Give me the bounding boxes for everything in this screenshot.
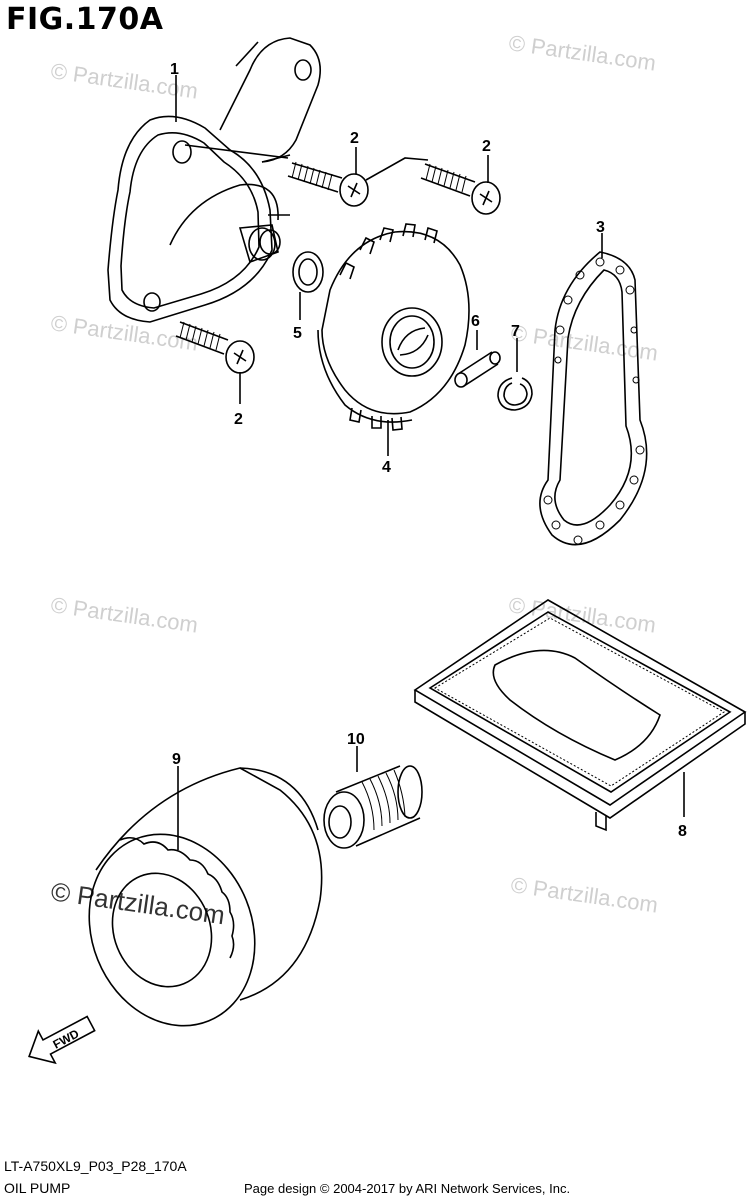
oil-pump-chain[interactable]	[539, 251, 648, 546]
callout-6: 6	[471, 313, 480, 330]
watermark: © Partzilla.com	[507, 30, 657, 75]
oil-pump-body[interactable]	[107, 37, 321, 323]
callout-2: 2	[482, 138, 491, 155]
bolt-upper-right[interactable]	[420, 163, 501, 215]
callouts: 1 2 2 2 3 4 5 6 7 8 9 10	[170, 61, 687, 840]
o-ring[interactable]	[292, 251, 324, 293]
callout-5: 5	[293, 325, 302, 342]
leader-bracket	[261, 154, 291, 163]
watermarks: © Partzilla.com © Partzilla.com © Partzi…	[49, 30, 659, 930]
callout-2: 2	[350, 130, 359, 147]
section-name: OIL PUMP	[4, 1180, 71, 1196]
oil-pump-sprocket[interactable]	[317, 223, 470, 431]
callout-3: 3	[596, 219, 605, 236]
callout-8: 8	[678, 823, 687, 840]
oil-filter-union[interactable]	[323, 765, 423, 849]
watermark: © Partzilla.com	[49, 876, 227, 930]
watermark: © Partzilla.com	[509, 872, 659, 917]
figure-title: FIG.170A	[6, 2, 164, 37]
fwd-label: FWD	[51, 1026, 82, 1051]
leader-lines	[175, 75, 685, 850]
callout-10: 10	[347, 731, 365, 748]
exploded-parts-diagram: © Partzilla.com © Partzilla.com © Partzi…	[28, 30, 747, 1065]
callout-1: 1	[170, 61, 179, 78]
pin[interactable]	[454, 351, 501, 388]
oil-filter[interactable]	[61, 767, 323, 1051]
callout-7: 7	[511, 323, 520, 340]
callout-4: 4	[382, 459, 391, 476]
callout-2: 2	[234, 411, 243, 428]
oil-strainer[interactable]	[413, 599, 747, 832]
fwd-arrow: FWD	[28, 1015, 96, 1065]
page-credit: Page design © 2004-2017 by ARI Network S…	[244, 1181, 571, 1196]
circlip[interactable]	[497, 377, 533, 411]
callout-9: 9	[172, 751, 181, 768]
leader-bracket	[268, 157, 429, 216]
diagram-code: LT-A750XL9_P03_P28_170A	[4, 1158, 187, 1174]
watermark: © Partzilla.com	[49, 310, 199, 355]
bolt-upper-left[interactable]	[287, 161, 369, 207]
watermark: © Partzilla.com	[49, 592, 199, 637]
